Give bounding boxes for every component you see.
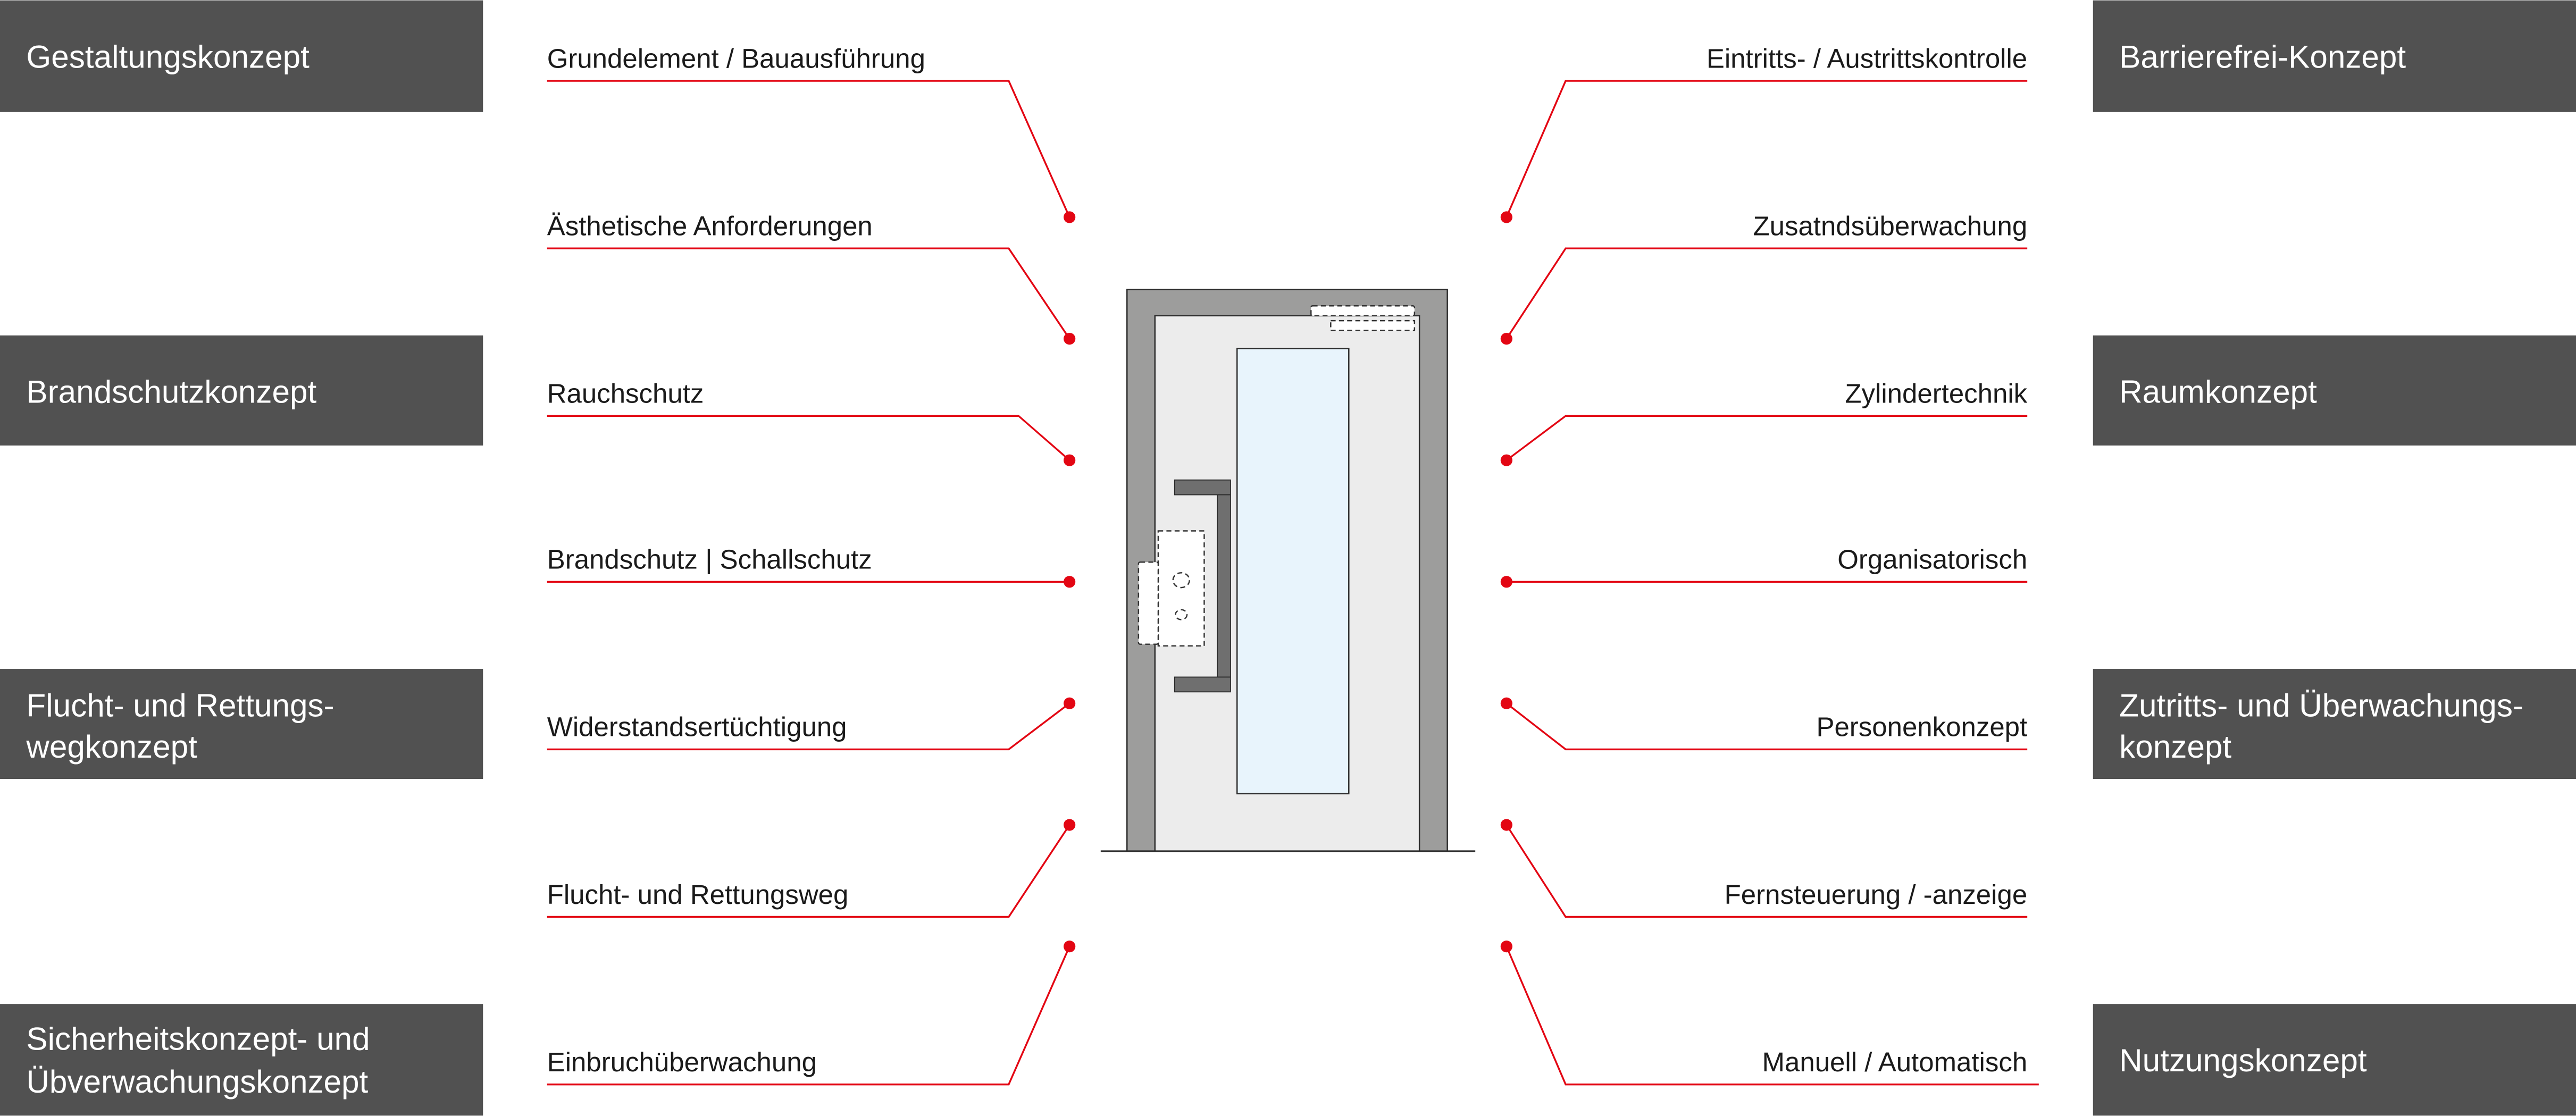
callout-label: Widerstandsertüchtigung — [547, 712, 847, 742]
leader-line — [547, 946, 1070, 1086]
handle-bar — [1217, 494, 1231, 678]
leader-line — [1506, 247, 2028, 340]
concept-box-gestaltung: Gestaltungskonzept — [0, 0, 483, 112]
cylinder-small-icon — [1175, 609, 1188, 620]
callout-dot — [1500, 940, 1512, 953]
door-closer-arm — [1330, 320, 1416, 331]
leader-line — [1506, 702, 2028, 751]
leader-line — [547, 702, 1070, 751]
callout-dot — [1064, 211, 1076, 223]
callout-dot — [1500, 697, 1512, 710]
concept-title: Flucht- und Rettungs- — [26, 687, 334, 724]
leader-line — [1506, 824, 2028, 918]
callout-dot — [1064, 332, 1076, 345]
leader-line — [1506, 80, 2028, 218]
glass-panel — [1236, 348, 1350, 795]
callout-dot — [1064, 697, 1076, 710]
concept-title: Barrierefrei-Konzept — [2119, 38, 2406, 74]
concept-title: Brandschutzkonzept — [26, 374, 316, 410]
concept-title: Gestaltungskonzept — [26, 38, 310, 74]
concept-title: Übverwachungskonzept — [26, 1063, 368, 1100]
callout-label: Grundelement / Bauausführung — [547, 43, 925, 73]
concept-title: Nutzungskonzept — [2119, 1042, 2367, 1078]
concept-box-zutritt: Zutritts- und Überwachungs- konzept — [2093, 669, 2576, 779]
callout-label: Ästhetische Anforderungen — [547, 211, 873, 241]
concept-title: Zutritts- und Überwachungs- — [2119, 687, 2523, 724]
concept-title: konzept — [2119, 728, 2231, 765]
concept-title: wegkonzept — [26, 728, 197, 765]
callout-dot — [1064, 940, 1076, 953]
strike-plate — [1138, 561, 1159, 645]
callout-dot — [1500, 332, 1512, 345]
callout-dot — [1064, 454, 1076, 466]
concept-title: Sicherheitskonzept- und — [26, 1021, 370, 1057]
concept-box-brandschutz: Brandschutzkonzept — [0, 335, 483, 446]
concept-box-nutzung: Nutzungskonzept — [2093, 1004, 2576, 1116]
callout-dot — [1064, 576, 1076, 588]
concept-box-barrierefrei: Barrierefrei-Konzept — [2093, 0, 2576, 112]
callout-label: Eintritts- / Austrittskontrolle — [1707, 43, 2027, 73]
callout-dot — [1500, 211, 1512, 223]
right-callouts: Eintritts- / Austrittskontrolle Zusatnds… — [1500, 43, 2039, 1086]
left-callouts: Grundelement / Bauausführung Ästhetische… — [547, 43, 1076, 1086]
callout-label: Zylindertechnik — [1845, 379, 2027, 409]
callout-label: Brandschutz | Schallschutz — [547, 544, 872, 575]
callout-dot — [1500, 454, 1512, 466]
handle-top — [1174, 479, 1231, 496]
leader-line — [547, 415, 1070, 461]
handle-bottom — [1174, 676, 1231, 693]
concept-box-raum: Raumkonzept — [2093, 335, 2576, 446]
callout-label: Organisatorisch — [1837, 544, 2027, 575]
callout-label: Zusatndsüberwachung — [1753, 211, 2027, 241]
cylinder-icon — [1172, 572, 1190, 589]
leader-line — [547, 824, 1070, 918]
leader-line — [547, 80, 1070, 218]
callout-dot — [1500, 576, 1512, 588]
callout-label: Manuell / Automatisch — [1762, 1047, 2028, 1077]
callout-label: Flucht- und Rettungsweg — [547, 879, 849, 910]
leader-line — [1506, 946, 2039, 1086]
door-illustration — [1100, 289, 1476, 852]
lock-box — [1157, 530, 1205, 647]
callout-label: Einbruchüberwachung — [547, 1047, 817, 1077]
callout-label: Personenkonzept — [1816, 712, 2027, 742]
concept-box-sicherheit: Sicherheitskonzept- und Übverwachungskon… — [0, 1004, 483, 1116]
callout-dot — [1500, 819, 1512, 831]
callout-dot — [1064, 819, 1076, 831]
door-closer — [1310, 305, 1416, 317]
callout-label: Rauchschutz — [547, 379, 704, 409]
leader-line — [1506, 415, 2028, 461]
concept-box-flucht: Flucht- und Rettungs- wegkonzept — [0, 669, 483, 779]
concept-title: Raumkonzept — [2119, 374, 2317, 410]
callout-label: Fernsteuerung / -anzeige — [1725, 879, 2027, 910]
leader-line — [547, 247, 1070, 340]
